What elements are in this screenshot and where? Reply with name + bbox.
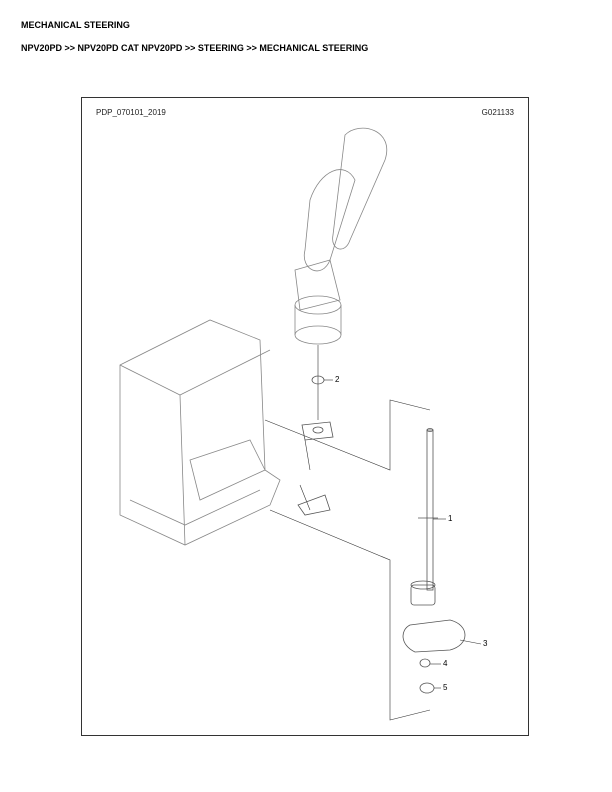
callout-4: 4: [443, 659, 448, 668]
steering-arm: [297, 494, 331, 516]
figure-code: G021133: [481, 108, 514, 117]
flange-plate: [301, 421, 334, 441]
part-5: [419, 682, 435, 694]
callout-1: 1: [448, 514, 453, 523]
drawing-id: PDP_070101_2019: [96, 108, 166, 117]
assembly-lines: [264, 345, 431, 721]
gear: [410, 584, 436, 606]
breadcrumb: NPV20PD >> NPV20PD CAT NPV20PD >> STEERI…: [21, 43, 369, 53]
parts: [297, 375, 466, 694]
part-1-shaft: [426, 429, 434, 591]
truck-chassis: [119, 319, 281, 546]
callout-5: 5: [443, 683, 448, 692]
part-4: [419, 658, 431, 668]
part-3-ring: [402, 619, 466, 653]
parts-diagram: PDP_070101_2019 G021133: [81, 97, 529, 736]
page-title: MECHANICAL STEERING: [21, 20, 130, 30]
callout-2: 2: [335, 375, 340, 384]
callout-3: 3: [483, 639, 488, 648]
tiller-handle: [294, 127, 388, 345]
